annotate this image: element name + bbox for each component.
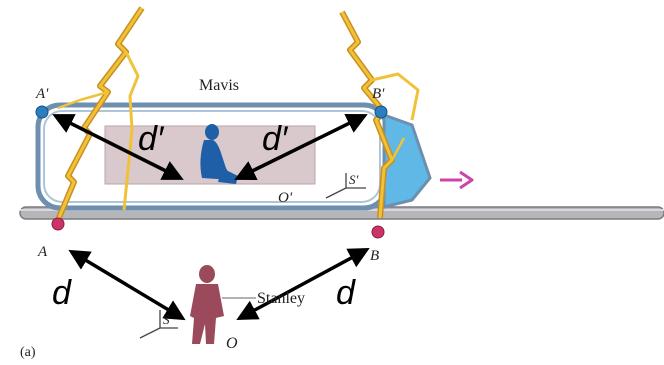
mavis-label: Mavis bbox=[199, 77, 239, 94]
train-inner-outline bbox=[43, 110, 381, 203]
point-a-prime bbox=[35, 105, 49, 119]
mavis-head bbox=[205, 124, 219, 140]
lightning-right-branch bbox=[371, 72, 420, 121]
s-axis-z bbox=[139, 327, 161, 339]
s-prime-axis-z bbox=[325, 187, 347, 199]
seated-person-icon bbox=[200, 124, 238, 184]
train-car bbox=[35, 102, 432, 211]
d-prime-right-label: d′ bbox=[262, 120, 289, 158]
arrow-right-icon bbox=[440, 170, 474, 190]
lightning-right bbox=[339, 10, 420, 219]
a-prime-label: A' bbox=[35, 86, 49, 102]
o-label: O bbox=[226, 335, 238, 352]
d-prime-arrow-right bbox=[234, 113, 368, 181]
o-prime-label: O' bbox=[278, 190, 293, 206]
d-prime-left-label: d′ bbox=[138, 120, 165, 158]
lightning-left-fork bbox=[57, 90, 109, 110]
d-arrow-left bbox=[68, 249, 186, 321]
d-arrow-right bbox=[236, 248, 370, 320]
mavis-legs bbox=[218, 168, 238, 184]
b-label: B bbox=[370, 248, 379, 264]
d-left-label: d bbox=[52, 274, 72, 312]
panel-label: (a) bbox=[20, 345, 36, 360]
s-prime-label: S' bbox=[349, 172, 359, 187]
stanley-body bbox=[190, 284, 224, 344]
d-right-label: d bbox=[336, 274, 356, 312]
b-prime-label: B' bbox=[372, 86, 385, 102]
a-label: A bbox=[37, 244, 48, 260]
d-prime-arrow-left bbox=[52, 114, 184, 180]
point-b-prime bbox=[374, 105, 388, 119]
lightning-right-fork bbox=[390, 137, 406, 161]
point-a bbox=[51, 217, 65, 231]
lightning-right-core bbox=[340, 11, 394, 219]
standing-person-icon bbox=[190, 265, 224, 344]
point-b bbox=[371, 225, 385, 239]
stanley-label: Stanley bbox=[257, 290, 305, 307]
motion-arrow-head bbox=[459, 170, 474, 190]
s-label: S bbox=[163, 312, 170, 327]
stanley-head bbox=[199, 265, 215, 283]
